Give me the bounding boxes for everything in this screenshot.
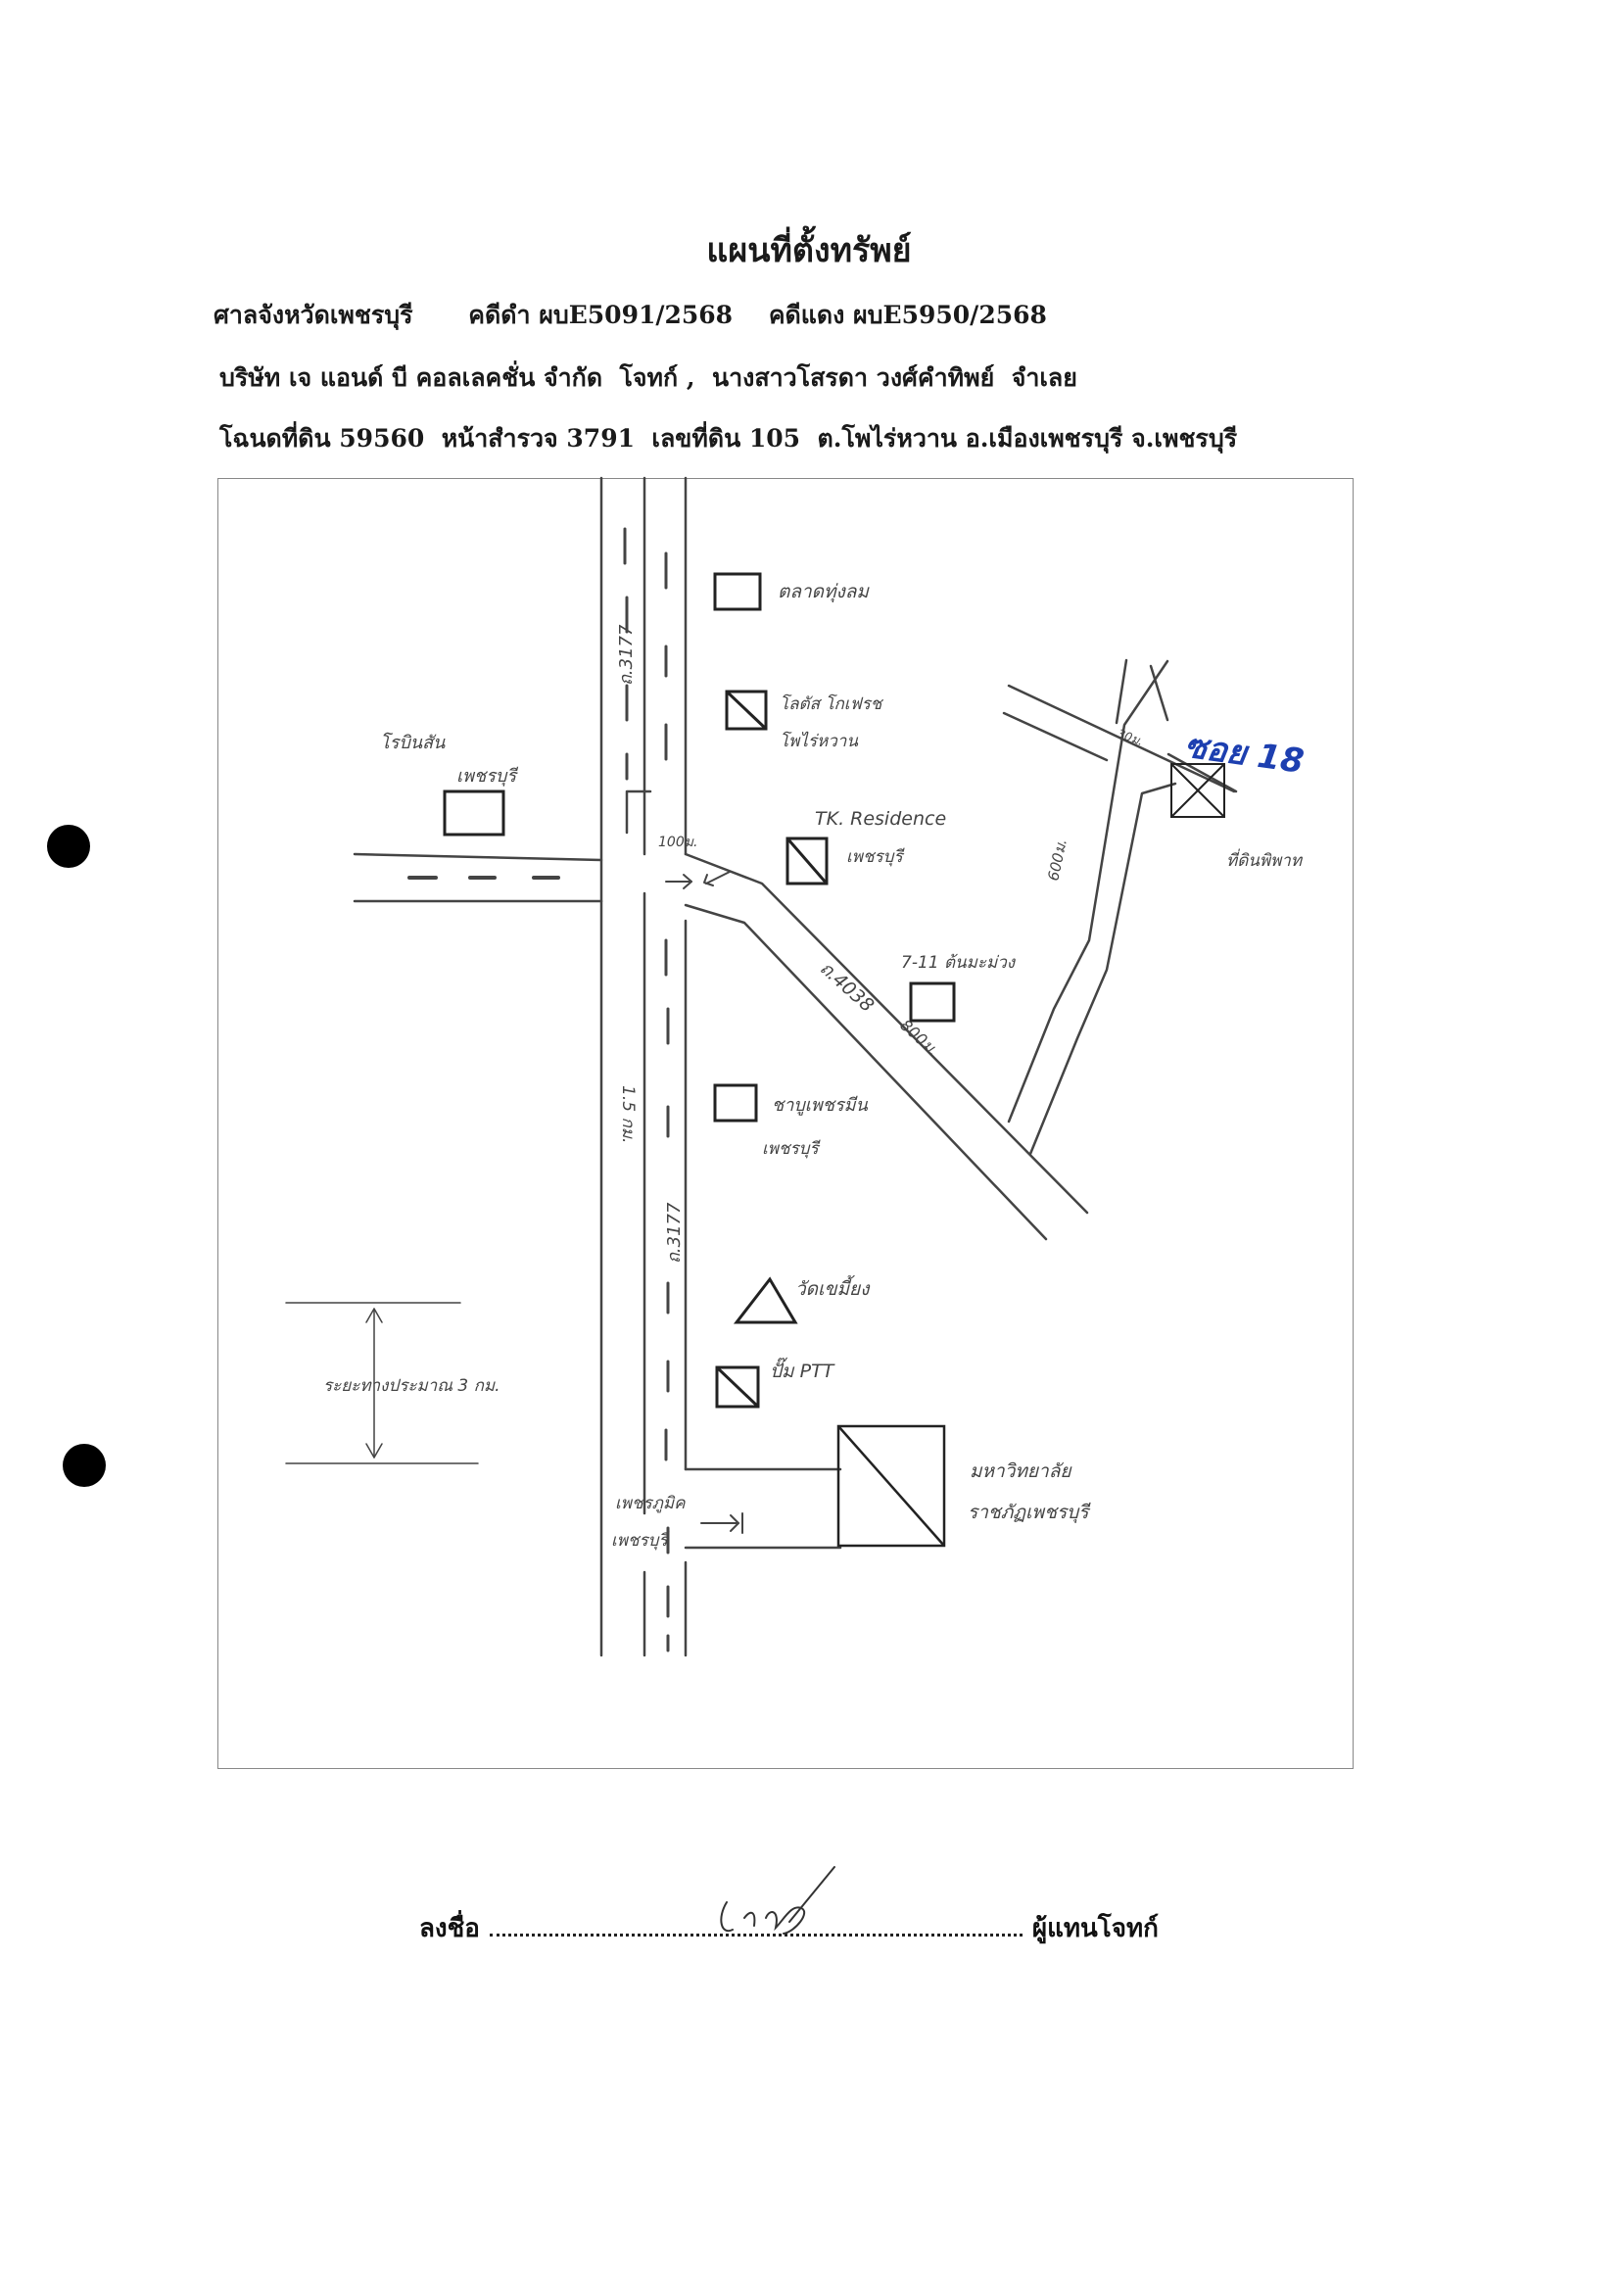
lotus-box [725, 690, 768, 731]
seven-eleven-box [909, 981, 956, 1023]
temple-triangle [733, 1276, 798, 1324]
west-road [353, 852, 603, 903]
case-info-line: ศาลจังหวัดเพชรบุรี คดีดำ ผบE5091/2568 คด… [214, 296, 1047, 335]
black-case-number: คดีดำ ผบE5091/2568 [468, 301, 734, 329]
shop-box [713, 1083, 758, 1123]
label-robinson-2: เพชรบุรี [456, 766, 519, 787]
parties-line: บริษัท เจ แอนด์ บี คอลเลคชั่น จำกัด โจทก… [219, 359, 1077, 398]
label-ptt: ปั๊ม PTT [770, 1357, 835, 1382]
tk-residence-box [785, 837, 829, 885]
signature-scribble [720, 1866, 835, 1935]
ptt-box [715, 1365, 760, 1409]
target-land-box [1170, 763, 1225, 818]
punch-hole [47, 825, 90, 868]
label-robinson-1: โรบินสัน [380, 732, 446, 753]
court-name: ศาลจังหวัดเพชรบุรี [214, 301, 413, 329]
survey-page: หน้าสำรวจ 3791 [441, 424, 635, 453]
deed-number: โฉนดที่ดิน 59560 [219, 424, 425, 453]
label-hospital-1: เพชรภูมิค [615, 1494, 686, 1513]
south-road [684, 1467, 842, 1550]
label-lotus-2: โพไร่หวาน [780, 731, 858, 751]
land-number: เลขที่ดิน 105 [651, 424, 801, 453]
label-temple: วัดเขมี้ยง [795, 1274, 871, 1300]
direction-arrows [665, 871, 743, 1534]
defendant-name: นางสาวโสรดา วงศ์คำทิพย์ [712, 363, 995, 392]
label-target-land: ที่ดินพิพาท [1226, 848, 1304, 871]
soi-road [1002, 658, 1238, 1156]
map-frame [217, 478, 1354, 1769]
label-dist-soi: 600ม. [1044, 837, 1071, 883]
defendant-role: จำเลย [1011, 363, 1077, 392]
land-location: ต.โพไร่หวาน อ.เมืองเพชรบุรี จ.เพชรบุรี [817, 424, 1238, 453]
main-road [599, 476, 688, 1657]
label-tk-2: เพชรบุรี [846, 847, 906, 867]
label-scale: ระยะทางประมาณ 3 กม. [323, 1376, 500, 1396]
signature-prefix: ลงชื่อ [419, 1914, 480, 1943]
label-road-main-lower: ถ.3177 [664, 1202, 685, 1264]
label-hospital-2: เพชรบุรี [611, 1531, 671, 1551]
market-box [713, 572, 762, 611]
scale-bar [285, 1302, 479, 1464]
label-dist-main: 1.5 กม. [618, 1085, 638, 1143]
label-dist-diagonal: 800ม. [896, 1016, 942, 1060]
signature-dots [489, 1916, 1023, 1937]
deed-line: โฉนดที่ดิน 59560 หน้าสำรวจ 3791 เลขที่ดิ… [219, 419, 1237, 458]
plaintiff-role: โจทก์ , [619, 363, 695, 392]
label-shop-1: ชาบูเพชรมีน [772, 1095, 869, 1116]
plaintiff-name: บริษัท เจ แอนด์ บี คอลเลคชั่น จำกัด [219, 363, 603, 392]
signature-line: ลงชื่อ ผู้แทนโจทก์ [419, 1908, 1159, 1948]
label-tk-1: TK. Residence [815, 808, 946, 830]
main-road-centerline [623, 527, 670, 1652]
university-box [836, 1424, 946, 1548]
label-shop-2: เพชรบุรี [762, 1139, 822, 1159]
punch-hole [63, 1444, 106, 1487]
label-university-2: ราชภัฏเพชรบุรี [968, 1502, 1091, 1523]
label-road-main: ถ.3177 [616, 624, 637, 686]
label-university-1: มหาวิทยาลัย [970, 1460, 1072, 1482]
red-case-number: คดีแดง ผบE5950/2568 [768, 301, 1047, 329]
label-lotus-1: โลตัส โกเฟรช [780, 694, 884, 714]
page-title: แผนที่ตั้งทรัพย์ [706, 231, 912, 270]
robinson-box [443, 789, 505, 837]
label-seven-eleven: 7-11 ต้นมะม่วง [901, 953, 1017, 973]
label-talat: ตลาดทุ่งลม [778, 581, 870, 602]
diagonal-road [684, 852, 1089, 1241]
signature-suffix: ผู้แทนโจทก์ [1031, 1914, 1159, 1943]
label-dist-junction: 100ม. [658, 835, 697, 850]
